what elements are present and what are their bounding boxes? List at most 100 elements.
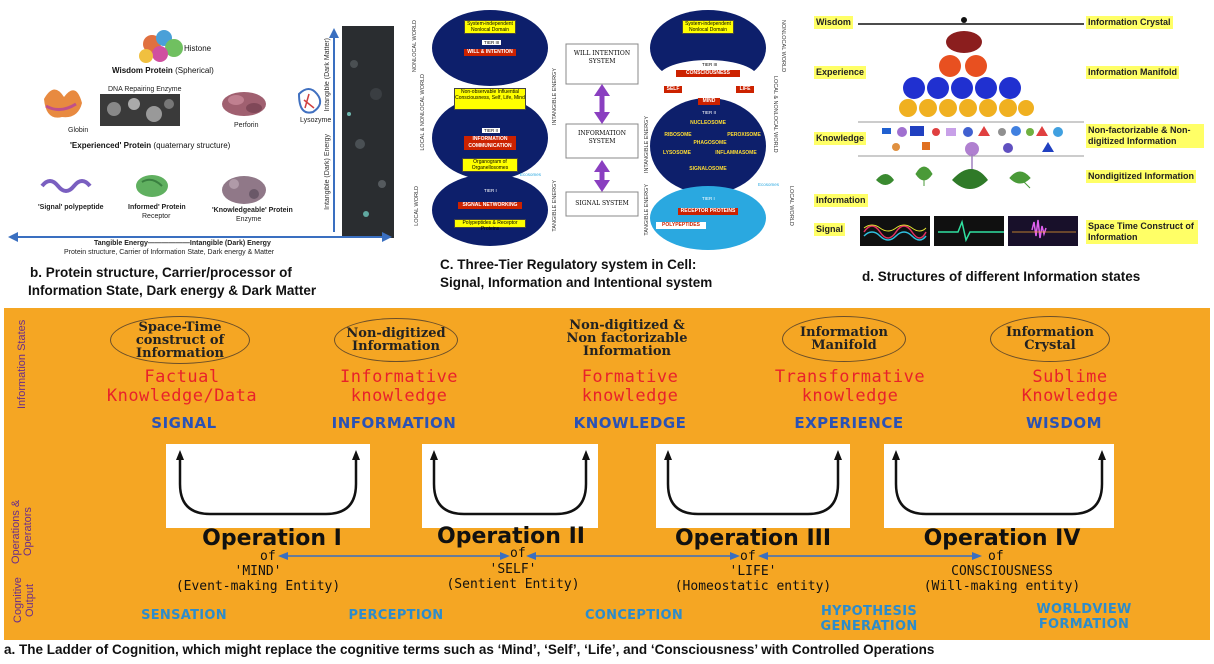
receptor-proteins-tag: RECEPTOR PROTEINS (678, 208, 738, 215)
right-label-spacetime: Space Time Construct of Information (1086, 220, 1198, 244)
state-text-nonfactorizable: Non-digitized & Non factorizable Informa… (566, 317, 688, 359)
operation-3-title: Operation III (674, 526, 832, 551)
experienced-protein-note: (quaternary structure) (153, 141, 231, 150)
peroxisome-tag: PEROXISOME (727, 132, 761, 138)
panel-d-illustration (858, 17, 1084, 246)
stage-signal: SIGNAL (151, 414, 217, 432)
panel-b-caption-line2: Information State, Dark energy & Dark Ma… (28, 283, 317, 298)
informed-protein-label: Informed' Protein (128, 204, 186, 211)
panel-d-information-states: Wisdom Experience Knowledge Information … (812, 4, 1210, 254)
info-comm-tag: INFORMATION COMMUNICATION (464, 136, 516, 150)
info-system-label: INFORMATION SYSTEM (578, 130, 626, 145)
entity-consciousness-desc: (Will-making entity) (923, 579, 1081, 594)
entity-consciousness: CONSCIOUSNESS (Will-making entity) (892, 564, 1112, 594)
right-label-nondigitized: Nondigitized Information (1086, 170, 1196, 183)
receptor-label: Receptor (142, 213, 171, 220)
right-tier3-label: TIER III (700, 62, 720, 67)
stage-experience: EXPERIENCE (794, 414, 904, 432)
side-mid-intangible: INTANGIBLE ENERGY (552, 68, 558, 126)
axis-vertical-top-label: Intangible (Dark Matter) (324, 38, 331, 112)
organogram-box: Organogram of Organellosomes (462, 158, 518, 172)
left-tier3-label: TIER III (482, 40, 502, 45)
output-sensation: SENSATION (141, 608, 227, 623)
panel-c-three-tier-system: System-independent Nonlocal Domain TIER … (410, 6, 804, 256)
u-curve-4 (894, 458, 1104, 516)
left-tier2-label: TIER II (482, 128, 501, 133)
right-ecosomes-label: Ecosomes (758, 182, 780, 187)
axis-bottom-label: Tangible Energy——————Intangible (Dark) E… (94, 240, 271, 247)
experienced-protein-label: 'Experienced' Protein (quaternary struct… (70, 141, 230, 150)
left-tier1-dome (432, 174, 548, 246)
signalosome-tag: SIGNALOSOME (689, 166, 727, 172)
signal-system-box (565, 191, 639, 217)
histone-icon (139, 30, 183, 63)
hand-sublime: Sublime Knowledge (1021, 367, 1119, 406)
of-label-4: of (988, 549, 1004, 564)
dna-repair-label: DNA Repairing Enzyme (108, 86, 182, 93)
knowledgeable-protein-icon (222, 176, 266, 204)
side-right-tangible: TANGIBLE ENERGY (644, 184, 650, 236)
hand-transformative: Transformative knowledge (774, 367, 926, 406)
of-label-3: of (740, 549, 756, 564)
entity-life-name: 'LIFE' (729, 564, 777, 579)
panel-b-protein-structure: Histone Wisdom Protein (Spherical) DNA R… (4, 4, 396, 262)
panel-b-caption: b. Protein structure, Carrier/processor … (28, 264, 316, 300)
globin-label: Globin (68, 127, 89, 134)
left-label-information: Information (814, 194, 868, 207)
state-text-nondigitized: Non-digitized Information (346, 326, 446, 354)
right-tier1-label: TIER I (702, 196, 715, 201)
hand-informative: Informative knowledge (339, 367, 459, 406)
panel-a-ladder-of-cognition: Information States Operations & Operator… (4, 308, 1210, 640)
histone-label: Histone (184, 44, 212, 53)
hand-factual: Factual Knowledge/Data (106, 367, 258, 406)
panel-d-caption: d. Structures of different Information s… (862, 269, 1141, 284)
left-label-knowledge: Knowledge (814, 132, 867, 145)
state-ellipse-nonfactorizable: Non-digitized & Non factorizable Informa… (552, 312, 702, 364)
panel-c-caption-line2: Signal, Information and Intentional syst… (440, 275, 713, 290)
side-left-local: LOCAL WORLD (414, 186, 420, 226)
state-ellipse-crystal: Information Crystal (990, 316, 1110, 362)
right-label-crystal: Information Crystal (1086, 16, 1173, 29)
mind-tag: MIND (698, 98, 720, 105)
u-curve-2 (432, 458, 588, 516)
signal-system-label: SIGNAL SYSTEM (575, 200, 629, 207)
leaf-icon-4 (1009, 171, 1031, 189)
axis-vertical-label: Intangible (Dark) Energy (324, 134, 331, 210)
side-far-local: LOCAL WORLD (788, 186, 794, 226)
right-label-manifold: Information Manifold (1086, 66, 1179, 79)
wisdom-dot (961, 17, 967, 23)
leaf-icon-1 (876, 174, 894, 185)
operation-2-title: Operation II (437, 524, 585, 549)
output-worldview: WORLDVIEW FORMATION (1036, 602, 1132, 632)
state-text-manifold: Information Manifold (800, 325, 888, 353)
will-intention-tag: WILL & INTENTION (464, 49, 516, 56)
polypeptides-box: Polypeptides & Receptor Proteins (454, 219, 526, 232)
globin-icon (44, 89, 82, 118)
right-tier1-dome (650, 186, 766, 250)
inflammasome-tag: INFLAMMASOME (715, 150, 757, 156)
nonobservable-box: Non-observable Influential Consciousness… (454, 88, 526, 110)
perforin-label: Perforin (234, 122, 259, 129)
dark-matter-image (342, 26, 394, 238)
entity-consciousness-name: CONSCIOUSNESS (951, 564, 1053, 579)
phagosome-tag: PHAGOSOME (693, 140, 727, 146)
entity-life: 'LIFE' (Homeostatic entity) (648, 564, 858, 594)
of-label-2: of (510, 546, 526, 561)
entity-self-name: 'SELF' (489, 562, 537, 577)
left-tier3-dome (432, 10, 548, 86)
informed-protein-icon (136, 175, 168, 197)
left-ecosomes-label: Ecosomes (520, 172, 542, 177)
axis-bottom-sublabel: Protein structure, Carrier of Informatio… (64, 249, 275, 256)
will-system-box (565, 43, 639, 85)
entity-life-desc: (Homeostatic entity) (674, 579, 832, 594)
entity-mind-desc: (Event-making Entity) (175, 579, 341, 594)
left-label-wisdom: Wisdom (814, 16, 853, 29)
polypeptides-tag: POLYPEPTIDES (656, 222, 706, 229)
operation-4-title: Operation IV (923, 526, 1081, 551)
left-label-experience: Experience (814, 66, 867, 79)
info-system-box (565, 123, 639, 159)
side-left-nonlocal: NONLOCAL WORLD (412, 20, 418, 73)
panel-a-caption: a. The Ladder of Cognition, which might … (4, 642, 935, 657)
right-tier3-inner (658, 60, 758, 96)
signal-networking-tag: SIGNAL NETWORKING (458, 202, 522, 209)
